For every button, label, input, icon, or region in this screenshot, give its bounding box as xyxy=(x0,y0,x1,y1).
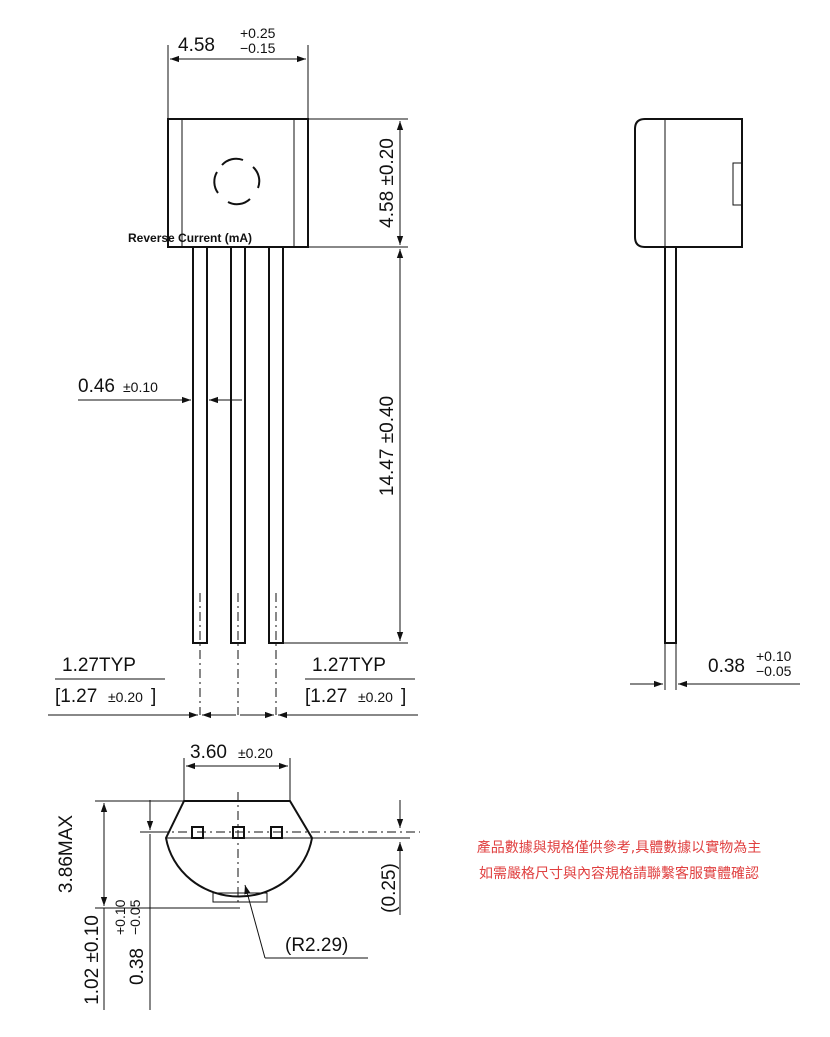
dim-body-width: 4.58 +0.25 −0.15 xyxy=(167,25,309,119)
side-lead xyxy=(664,246,677,644)
overlay-label: Reverse Current (mA) xyxy=(128,231,252,245)
svg-text:]: ] xyxy=(151,686,156,707)
body-height-label: 4.58 ±0.20 xyxy=(377,138,398,228)
lead-thickness-nominal: 0.38 xyxy=(708,656,745,677)
bottom-outline xyxy=(164,800,314,898)
dim-lead-length: 14.47 ±0.40 xyxy=(283,249,408,644)
marking-arc xyxy=(221,157,244,166)
lead-length-label: 14.47 ±0.40 xyxy=(377,396,398,496)
note-line-1: 產品數據與規格僅供參考,具體數據以實物為主 xyxy=(477,839,761,856)
dim-body-height: 4.58 ±0.20 xyxy=(308,118,408,248)
front-view: 4.58 +0.25 −0.15 4.58 ±0.20 14.47 ±0.40 … xyxy=(48,25,418,719)
side-body-outline xyxy=(634,118,743,248)
body-width-minus: −0.15 xyxy=(240,40,276,56)
svg-text:]: ] xyxy=(401,686,406,707)
side-tab xyxy=(732,162,743,206)
dim-radius: (R2.29) xyxy=(244,884,368,959)
body-width-nominal: 4.58 xyxy=(178,35,215,56)
offset-b-nominal: 0.38 xyxy=(127,948,148,985)
lead-right xyxy=(268,246,284,715)
lead-thickness-minus: −0.05 xyxy=(756,663,792,679)
lead-width-nominal: 0.46 xyxy=(78,376,115,397)
flat-width-tol: ±0.20 xyxy=(238,745,273,761)
dim-step: (0.25) xyxy=(312,800,410,915)
max-height-label: 3.86MAX xyxy=(56,815,77,893)
dim-max-height: 3.86MAX xyxy=(56,800,240,909)
bottom-tab xyxy=(212,892,268,903)
lead-width-tol: ±0.10 xyxy=(123,379,158,395)
side-view: 0.38 +0.10 −0.05 xyxy=(630,118,800,690)
dim-flat-width: 3.60 ±0.20 xyxy=(183,742,291,801)
dim-offset-b: 0.38 +0.10 −0.05 xyxy=(112,800,166,1010)
radius-label: (R2.29) xyxy=(285,935,348,956)
lead-thickness-plus: +0.10 xyxy=(756,648,792,664)
bottom-view: 3.60 ±0.20 3.86MAX 1.02 ±0.10 0.38 +0.10… xyxy=(56,742,420,1010)
body-width-plus: +0.25 xyxy=(240,25,276,41)
pitch-left-typ: 1.27TYP xyxy=(62,655,136,676)
dim-lead-width: 0.46 ±0.10 xyxy=(78,376,242,404)
offset-a-label: 1.02 ±0.10 xyxy=(82,915,103,1005)
svg-text:[1.27: [1.27 xyxy=(55,686,97,707)
lead-left xyxy=(192,246,208,715)
svg-text:±0.20: ±0.20 xyxy=(358,689,393,705)
offset-b-minus: −0.05 xyxy=(127,899,143,935)
svg-text:[1.27: [1.27 xyxy=(305,686,347,707)
dim-lead-thickness: 0.38 +0.10 −0.05 xyxy=(630,643,800,690)
flat-width-nominal: 3.60 xyxy=(190,742,227,763)
pitch-right-typ: 1.27TYP xyxy=(312,655,386,676)
note-line-2: 如需嚴格尺寸與內容規格請聯繫客服實體確認 xyxy=(479,865,759,882)
offset-b-plus: +0.10 xyxy=(112,899,128,935)
lead-center xyxy=(230,246,246,715)
dim-pitch: 1.27TYP [1.27 ±0.20 ] 1.27TYP [1.27 ±0.2… xyxy=(48,655,418,719)
disclaimer-note: 產品數據與規格僅供參考,具體數據以實物為主 如需嚴格尺寸與內容規格請聯繫客服實體… xyxy=(477,839,761,882)
step-label: (0.25) xyxy=(379,863,400,913)
dim-offset-a: 1.02 ±0.10 xyxy=(82,908,105,1010)
front-body-outline xyxy=(167,118,309,248)
svg-text:±0.20: ±0.20 xyxy=(108,689,143,705)
